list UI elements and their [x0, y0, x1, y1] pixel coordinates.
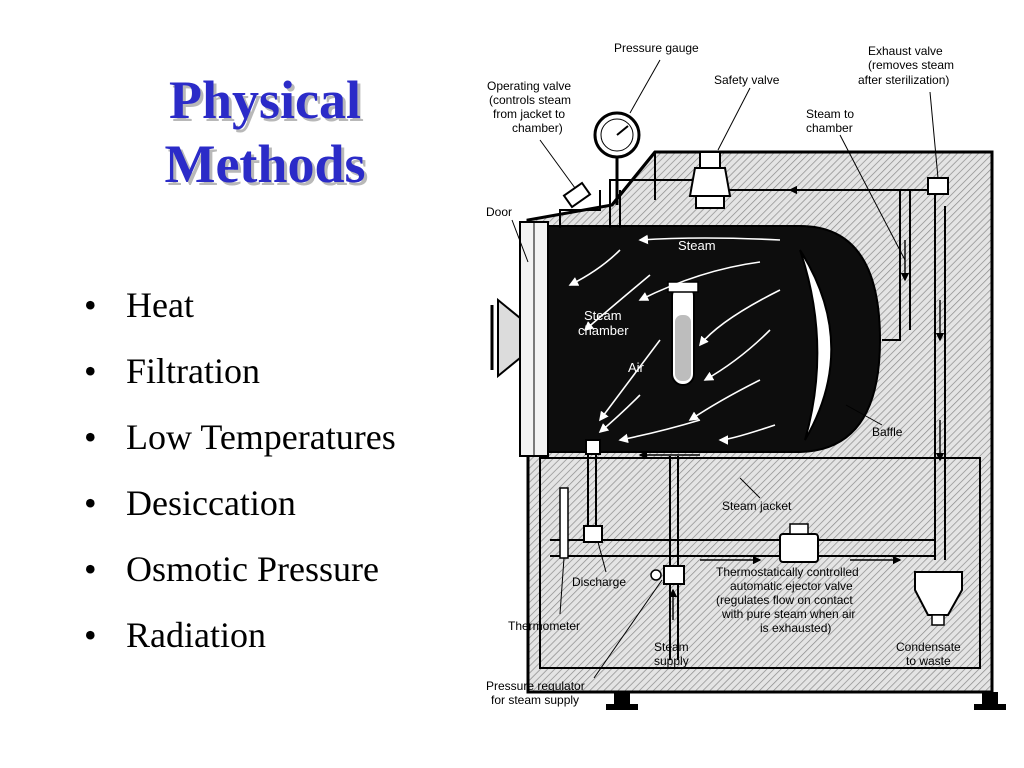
steam-jacket-band	[539, 457, 981, 669]
label-thermostatic-5: is exhausted)	[760, 621, 831, 635]
door	[490, 221, 549, 457]
bullet-text: Low Temperatures	[126, 417, 396, 457]
pipe-arrows	[638, 185, 945, 620]
label-steam: Steam	[678, 238, 716, 253]
bullet-text: Osmotic Pressure	[126, 549, 379, 589]
label-operating-valve-3: from jacket to	[493, 107, 565, 121]
label-door: Door	[486, 205, 512, 219]
label-discharge: Discharge	[572, 575, 626, 589]
bullet-text: Heat	[126, 285, 194, 325]
label-safety-valve: Safety valve	[714, 73, 780, 87]
label-operating-valve-4: chamber)	[512, 121, 563, 135]
label-steam-to-chamber-1: Steam to	[806, 107, 854, 121]
bullet-item: • Heat	[84, 272, 396, 338]
label-steam-chamber-2: chamber	[578, 323, 629, 338]
label-thermostatic-2: automatic ejector valve	[730, 579, 853, 593]
top-piping	[559, 179, 946, 560]
bullet-text: Desiccation	[126, 483, 296, 523]
label-thermostatic-4: with pure steam when air	[721, 607, 855, 621]
leader-lines	[511, 59, 939, 679]
bullet-glyph: •	[84, 549, 97, 589]
thermometer-icon	[559, 487, 569, 559]
label-thermometer: Thermometer	[508, 619, 580, 633]
pressure-gauge-icon	[593, 111, 641, 205]
bullet-text: Radiation	[126, 615, 266, 655]
label-steam-supply-1: Steam	[654, 640, 689, 654]
slide-title-line-2: Methods	[164, 134, 366, 194]
bullet-glyph: •	[84, 417, 97, 457]
steam-chamber	[547, 225, 882, 453]
label-steam-chamber-1: Steam	[584, 308, 622, 323]
bullet-glyph: •	[84, 483, 97, 523]
label-pressure-regulator-2: for steam supply	[491, 693, 579, 707]
label-operating-valve-2: (controls steam	[489, 93, 571, 107]
baffle	[799, 249, 833, 441]
bullet-item: • Filtration	[84, 338, 396, 404]
label-condensate-2: to waste	[906, 654, 951, 668]
slide-title-line-1: Physical	[168, 70, 361, 130]
bullet-glyph: •	[84, 615, 97, 655]
label-air: Air	[628, 360, 645, 375]
label-thermostatic-1: Thermostatically controlled	[716, 565, 859, 579]
exhaust-valve-icon	[927, 177, 949, 195]
bullet-item: • Desiccation	[84, 470, 396, 536]
bullet-text: Filtration	[126, 351, 260, 391]
bullet-list: • Heat • Filtration • Low Temperatures • Des…	[84, 272, 396, 668]
discharge-valve-icon	[583, 439, 603, 543]
safety-valve-icon	[688, 151, 732, 209]
test-tube	[667, 281, 699, 386]
bullet-glyph: •	[84, 351, 97, 391]
label-exhaust-valve-2: (removes steam	[868, 58, 954, 72]
label-pressure-gauge: Pressure gauge	[614, 41, 699, 55]
label-exhaust-valve-3: after sterilization)	[858, 73, 949, 87]
ejector-valve-icon	[779, 523, 819, 563]
bullet-item: • Low Temperatures	[84, 404, 396, 470]
bullet-glyph: •	[84, 285, 97, 325]
autoclave-diagram: Pressure gauge Safety valve Exhaust valv…	[486, 41, 1006, 710]
steam-flow-arrows	[568, 234, 781, 445]
label-steam-supply-2: supply	[654, 654, 689, 668]
slide-title: Physical Methods	[120, 68, 410, 196]
label-steam-to-chamber-2: chamber	[806, 121, 853, 135]
operating-valve-icon	[562, 181, 592, 209]
bottom-piping	[550, 452, 935, 660]
bullet-item: • Osmotic Pressure	[84, 536, 396, 602]
label-exhaust-valve-1: Exhaust valve	[868, 44, 943, 58]
label-baffle: Baffle	[872, 425, 903, 439]
condensate-trap-icon	[914, 571, 963, 626]
label-operating-valve-1: Operating valve	[487, 79, 571, 93]
feet	[606, 692, 1006, 710]
label-thermostatic-3: (regulates flow on contact	[716, 593, 853, 607]
label-pressure-regulator-1: Pressure regulator	[486, 679, 585, 693]
label-steam-jacket: Steam jacket	[722, 499, 792, 513]
steam-supply-valve-icon	[650, 565, 685, 585]
bullet-item: • Radiation	[84, 602, 396, 668]
label-condensate-1: Condensate	[896, 640, 961, 654]
